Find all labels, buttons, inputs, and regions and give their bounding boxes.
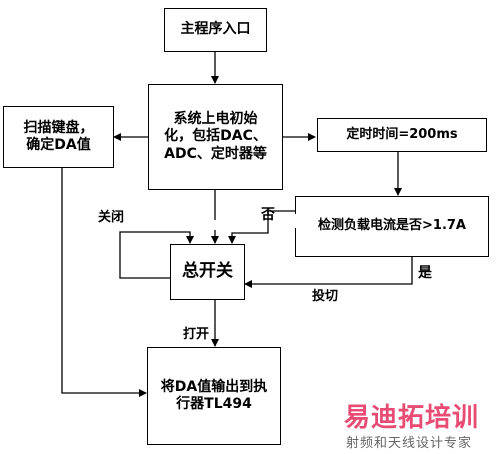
edge-close-loop	[119, 231, 194, 279]
edge-label-close: 关闭	[98, 210, 125, 225]
edge-detect-yes-switch	[244, 257, 413, 288]
watermark-slogan: 射频和天线设计专家	[346, 436, 473, 451]
edge-detect-no-switch	[228, 210, 295, 244]
watermark-brand: 易迪拓培训	[344, 403, 480, 433]
edge-label-open: 打开	[183, 327, 210, 342]
edge-label-cut: 投切	[312, 289, 339, 304]
main-entry-box: 主程序入口	[164, 8, 267, 52]
scan-keyboard-box: 扫描键盘， 确定DA值	[3, 106, 114, 168]
detect-current-box: 检测负载电流是否>1.7A	[295, 196, 489, 257]
timer-box: 定时时间=200ms	[317, 118, 487, 152]
master-switch-box: 总开关	[170, 244, 245, 300]
scan-artifact	[285, 214, 307, 228]
init-box: 系统上电初始 化，包括DAC、 ADC、定时器等	[148, 84, 283, 190]
edge-scan-output	[61, 168, 147, 397]
edge-label-yes: 是	[418, 265, 432, 281]
edge-label-no: 否	[261, 207, 275, 223]
scan-artifact	[200, 220, 240, 230]
output-da-box: 将DA值输出到执 行器TL494	[147, 347, 281, 445]
